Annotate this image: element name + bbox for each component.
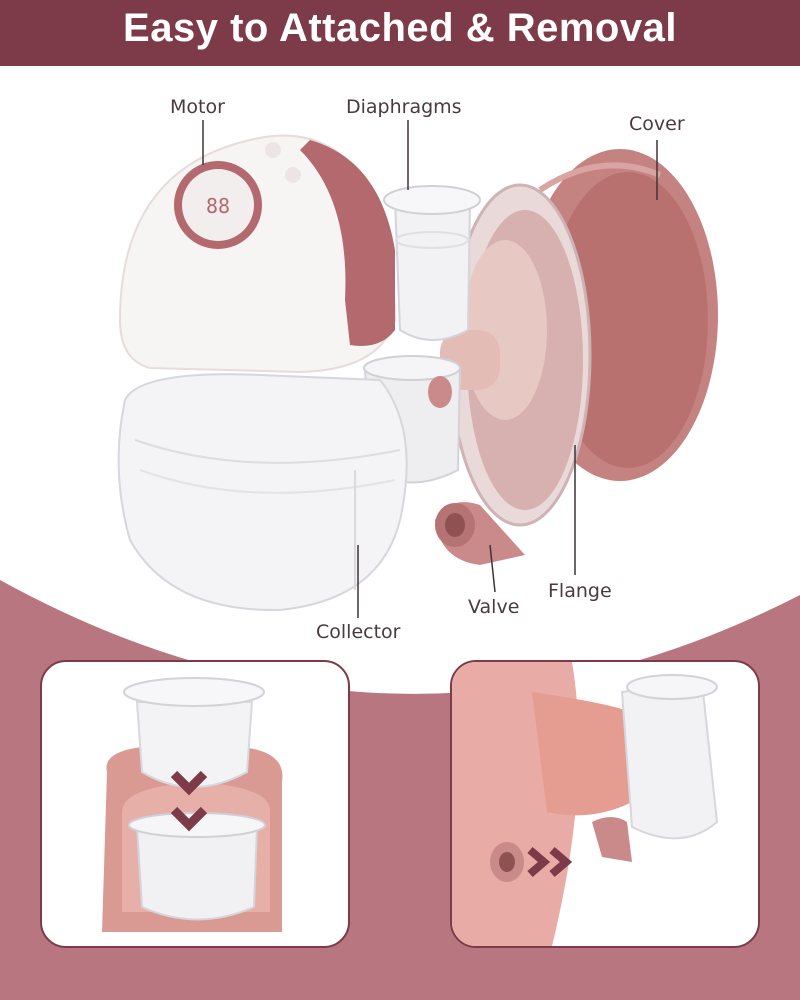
cover-label: Cover <box>629 113 685 135</box>
collector-part <box>117 373 408 612</box>
diaphragm-attach-illustration <box>102 677 283 932</box>
diaphragm-part <box>383 185 481 341</box>
flange-label: Flange <box>548 580 612 602</box>
detail-panel-valve <box>450 660 760 948</box>
page-title: Easy to Attached & Removal <box>123 6 677 50</box>
diaphragms-label: Diaphragms <box>346 96 462 118</box>
valve-label: Valve <box>468 596 520 618</box>
detail-panel-diaphragm <box>40 660 350 948</box>
motor-part: 88 <box>118 134 397 374</box>
leader-lines <box>202 120 658 618</box>
header-band <box>0 0 800 66</box>
motor-label: Motor <box>170 96 225 118</box>
svg-text:88: 88 <box>206 194 230 218</box>
valve-part <box>435 502 525 565</box>
collector-label: Collector <box>316 621 401 643</box>
valve-attach-illustration <box>452 662 719 946</box>
